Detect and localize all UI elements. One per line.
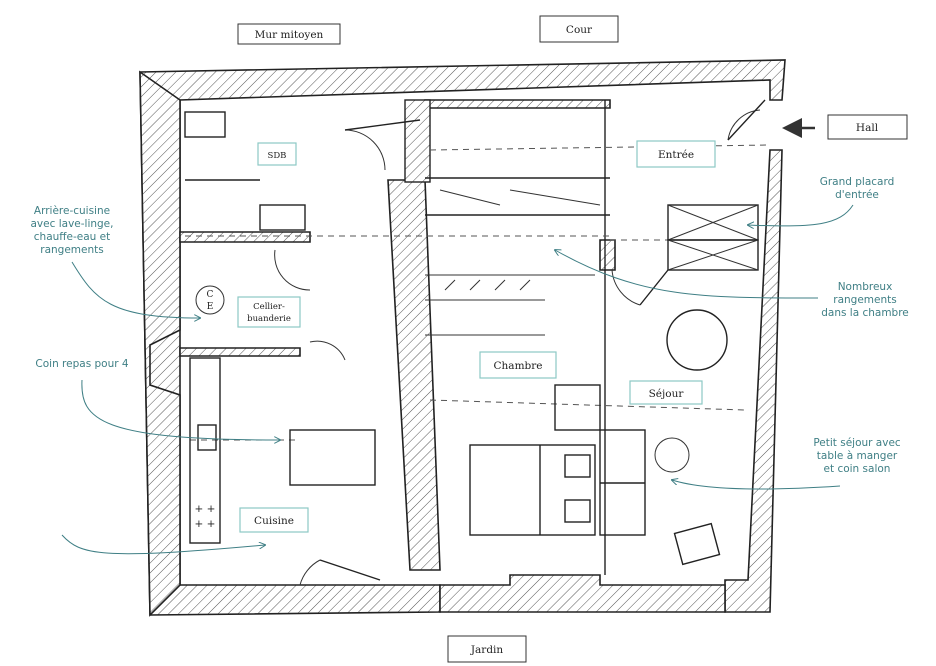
note-petit-sejour: table à manger xyxy=(817,450,898,462)
room-cuisine: Cuisine xyxy=(254,515,294,527)
note-rangements: Nombreux xyxy=(838,281,893,293)
note-arriere-cuisine: chauffe-eau et xyxy=(34,231,110,243)
note-grand-placard: Grand placard xyxy=(820,176,895,188)
note-arriere-cuisine: Arrière-cuisine xyxy=(34,205,110,217)
label-cour: Cour xyxy=(566,24,593,36)
leader-arrow xyxy=(81,379,280,440)
room-labels: SDB Cellier- buanderie C E Cuisine Chamb… xyxy=(207,140,716,533)
note-coin-repas: Coin repas pour 4 xyxy=(35,358,129,370)
outer-walls xyxy=(139,59,786,617)
plan-lines: + + + + xyxy=(184,99,771,586)
annotations: Arrière-cuisine avec lave-linge, chauffe… xyxy=(31,176,909,555)
leader-arrow xyxy=(71,261,200,318)
room-chambre: Chambre xyxy=(494,360,543,372)
room-entree: Entrée xyxy=(658,149,694,161)
orientation-labels: Mur mitoyen Cour Hall Jardin xyxy=(237,15,908,663)
label-hall: Hall xyxy=(856,122,879,134)
note-grand-placard: d'entrée xyxy=(835,189,879,201)
room-sejour: Séjour xyxy=(649,388,685,400)
room-cellier-1: Cellier- xyxy=(253,302,285,312)
note-rangements: dans la chambre xyxy=(821,307,909,319)
label-jardin: Jardin xyxy=(470,644,504,656)
note-petit-sejour: et coin salon xyxy=(824,463,891,475)
room-cellier-2: buanderie xyxy=(247,314,291,324)
leader-arrow xyxy=(61,534,265,555)
leader-arrow xyxy=(555,250,819,299)
svg-text:+ +: + + xyxy=(195,503,216,515)
ce-label-2: E xyxy=(207,302,214,312)
leader-arrow xyxy=(748,204,854,226)
note-arriere-cuisine: avec lave-linge, xyxy=(31,218,114,230)
label-mur-mitoyen: Mur mitoyen xyxy=(255,29,324,41)
ce-label-1: C xyxy=(207,290,214,300)
room-sdb: SDB xyxy=(268,151,287,161)
svg-text:+ +: + + xyxy=(195,518,216,530)
note-petit-sejour: Petit séjour avec xyxy=(813,437,901,449)
leader-arrow xyxy=(672,480,841,490)
interior-walls xyxy=(179,99,616,571)
note-arriere-cuisine: rangements xyxy=(40,244,103,256)
note-rangements: rangements xyxy=(833,294,896,306)
